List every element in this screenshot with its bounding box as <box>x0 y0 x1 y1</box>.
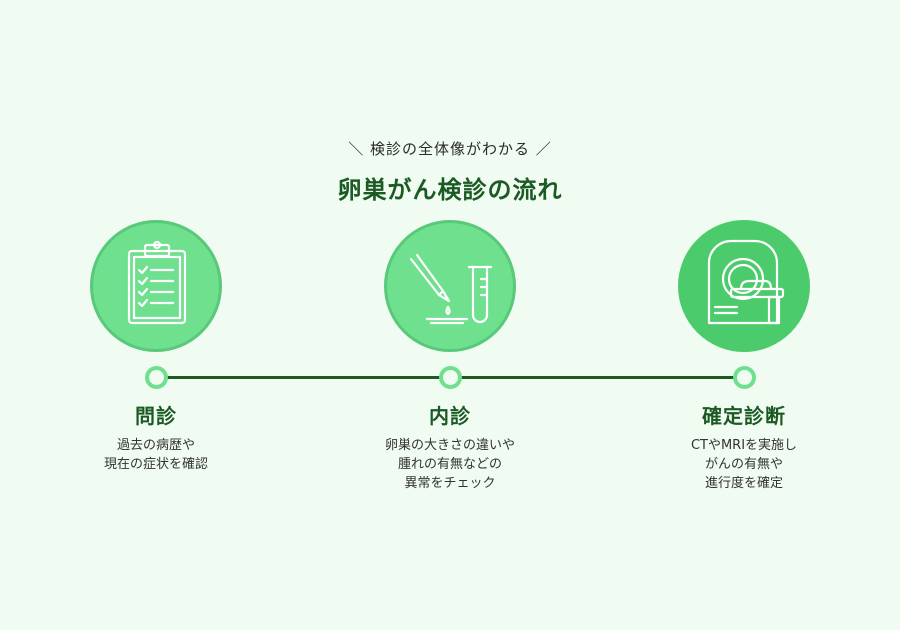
diagram-subtitle: ＼ 検診の全体像がわかる ／ <box>348 140 552 158</box>
timeline-dot-step-3 <box>733 366 756 389</box>
step-1-title: 問診 <box>135 404 177 428</box>
timeline-dot-step-2 <box>439 366 462 389</box>
step-2-description: 卵巣の大きさの違いや 腫れの有無などの 異常をチェック <box>350 436 550 493</box>
step-3-line: 進行度を確定 <box>704 476 783 491</box>
step-3-line: CTやMRIを実施し <box>690 438 798 453</box>
step-3-icon-circle <box>678 220 810 352</box>
step-1-description: 過去の病歴や 現在の症状を確認 <box>56 436 256 474</box>
step-3-line: がんの有無や <box>704 457 783 472</box>
step-1-line: 現在の症状を確認 <box>103 457 208 472</box>
step-3-title: 確定診断 <box>702 404 786 428</box>
step-2-line: 腫れの有無などの <box>397 457 502 472</box>
pipette-test-tube-icon <box>409 253 493 325</box>
step-3-description: CTやMRIを実施し がんの有無や 進行度を確定 <box>644 436 844 493</box>
diagram-title: 卵巣がん検診の流れ <box>337 176 563 204</box>
mri-scanner-icon <box>707 239 785 325</box>
step-1-line: 過去の病歴や <box>116 438 195 453</box>
step-2-line: 異常をチェック <box>404 476 496 491</box>
clipboard-checklist-icon <box>127 240 187 325</box>
step-1-icon-circle <box>90 220 222 352</box>
step-2-line: 卵巣の大きさの違いや <box>384 438 515 453</box>
step-2-icon-circle <box>384 220 516 352</box>
step-2-title: 内診 <box>429 404 471 428</box>
timeline-dot-step-1 <box>145 366 168 389</box>
